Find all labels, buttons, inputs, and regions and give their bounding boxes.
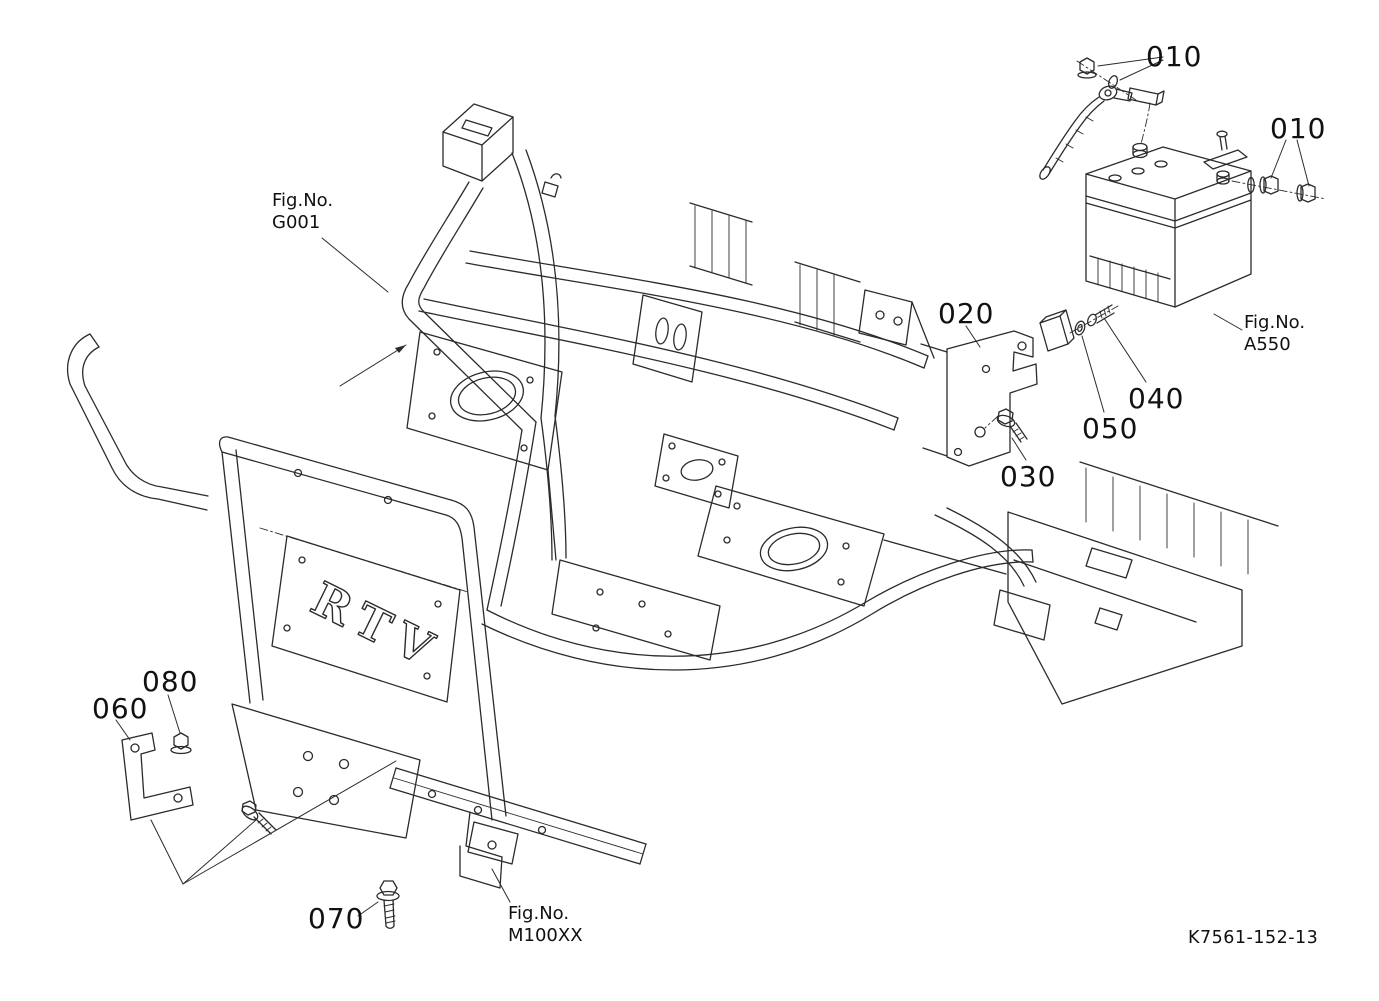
figref-g001-prefix: Fig.No. [272,190,334,211]
drawing-number: K7561-152-13 [1188,928,1319,948]
bracket-060-group [121,732,277,835]
chassis-frame [401,103,1051,671]
lower-channel [389,767,647,889]
figref-g001-code: G001 [272,212,321,234]
battery-bracket-020-group [946,304,1119,467]
figref-m100xx: Fig.No. M100XX [508,903,583,948]
figref-m100xx-code: M100XX [508,925,583,947]
bolt-070 [376,880,400,929]
callout-070: 070 [308,902,365,935]
callout-040: 040 [1128,382,1185,415]
leader-lines [115,56,1310,917]
figref-a550-prefix: Fig.No. [1244,312,1306,333]
callout-010-terminal-nuts: 010 [1270,112,1327,145]
callout-060: 060 [92,692,149,725]
callout-050: 050 [1082,412,1139,445]
terminal-nuts [1231,175,1327,203]
callout-080: 080 [142,665,199,698]
battery [1085,130,1252,308]
callout-020: 020 [938,297,995,330]
figref-g001: Fig.No. G001 [272,190,333,235]
figref-m100xx-prefix: Fig.No. [508,903,570,924]
figref-a550-code: A550 [1244,334,1291,356]
figref-a550: Fig.No. A550 [1244,312,1305,357]
battery-cable-and-nuts [1039,57,1165,180]
callout-010-cable-nuts: 010 [1146,40,1203,73]
rtv-logo-text: RTV [303,571,450,680]
callout-030: 030 [1000,460,1057,493]
floor-panel [1007,461,1279,705]
